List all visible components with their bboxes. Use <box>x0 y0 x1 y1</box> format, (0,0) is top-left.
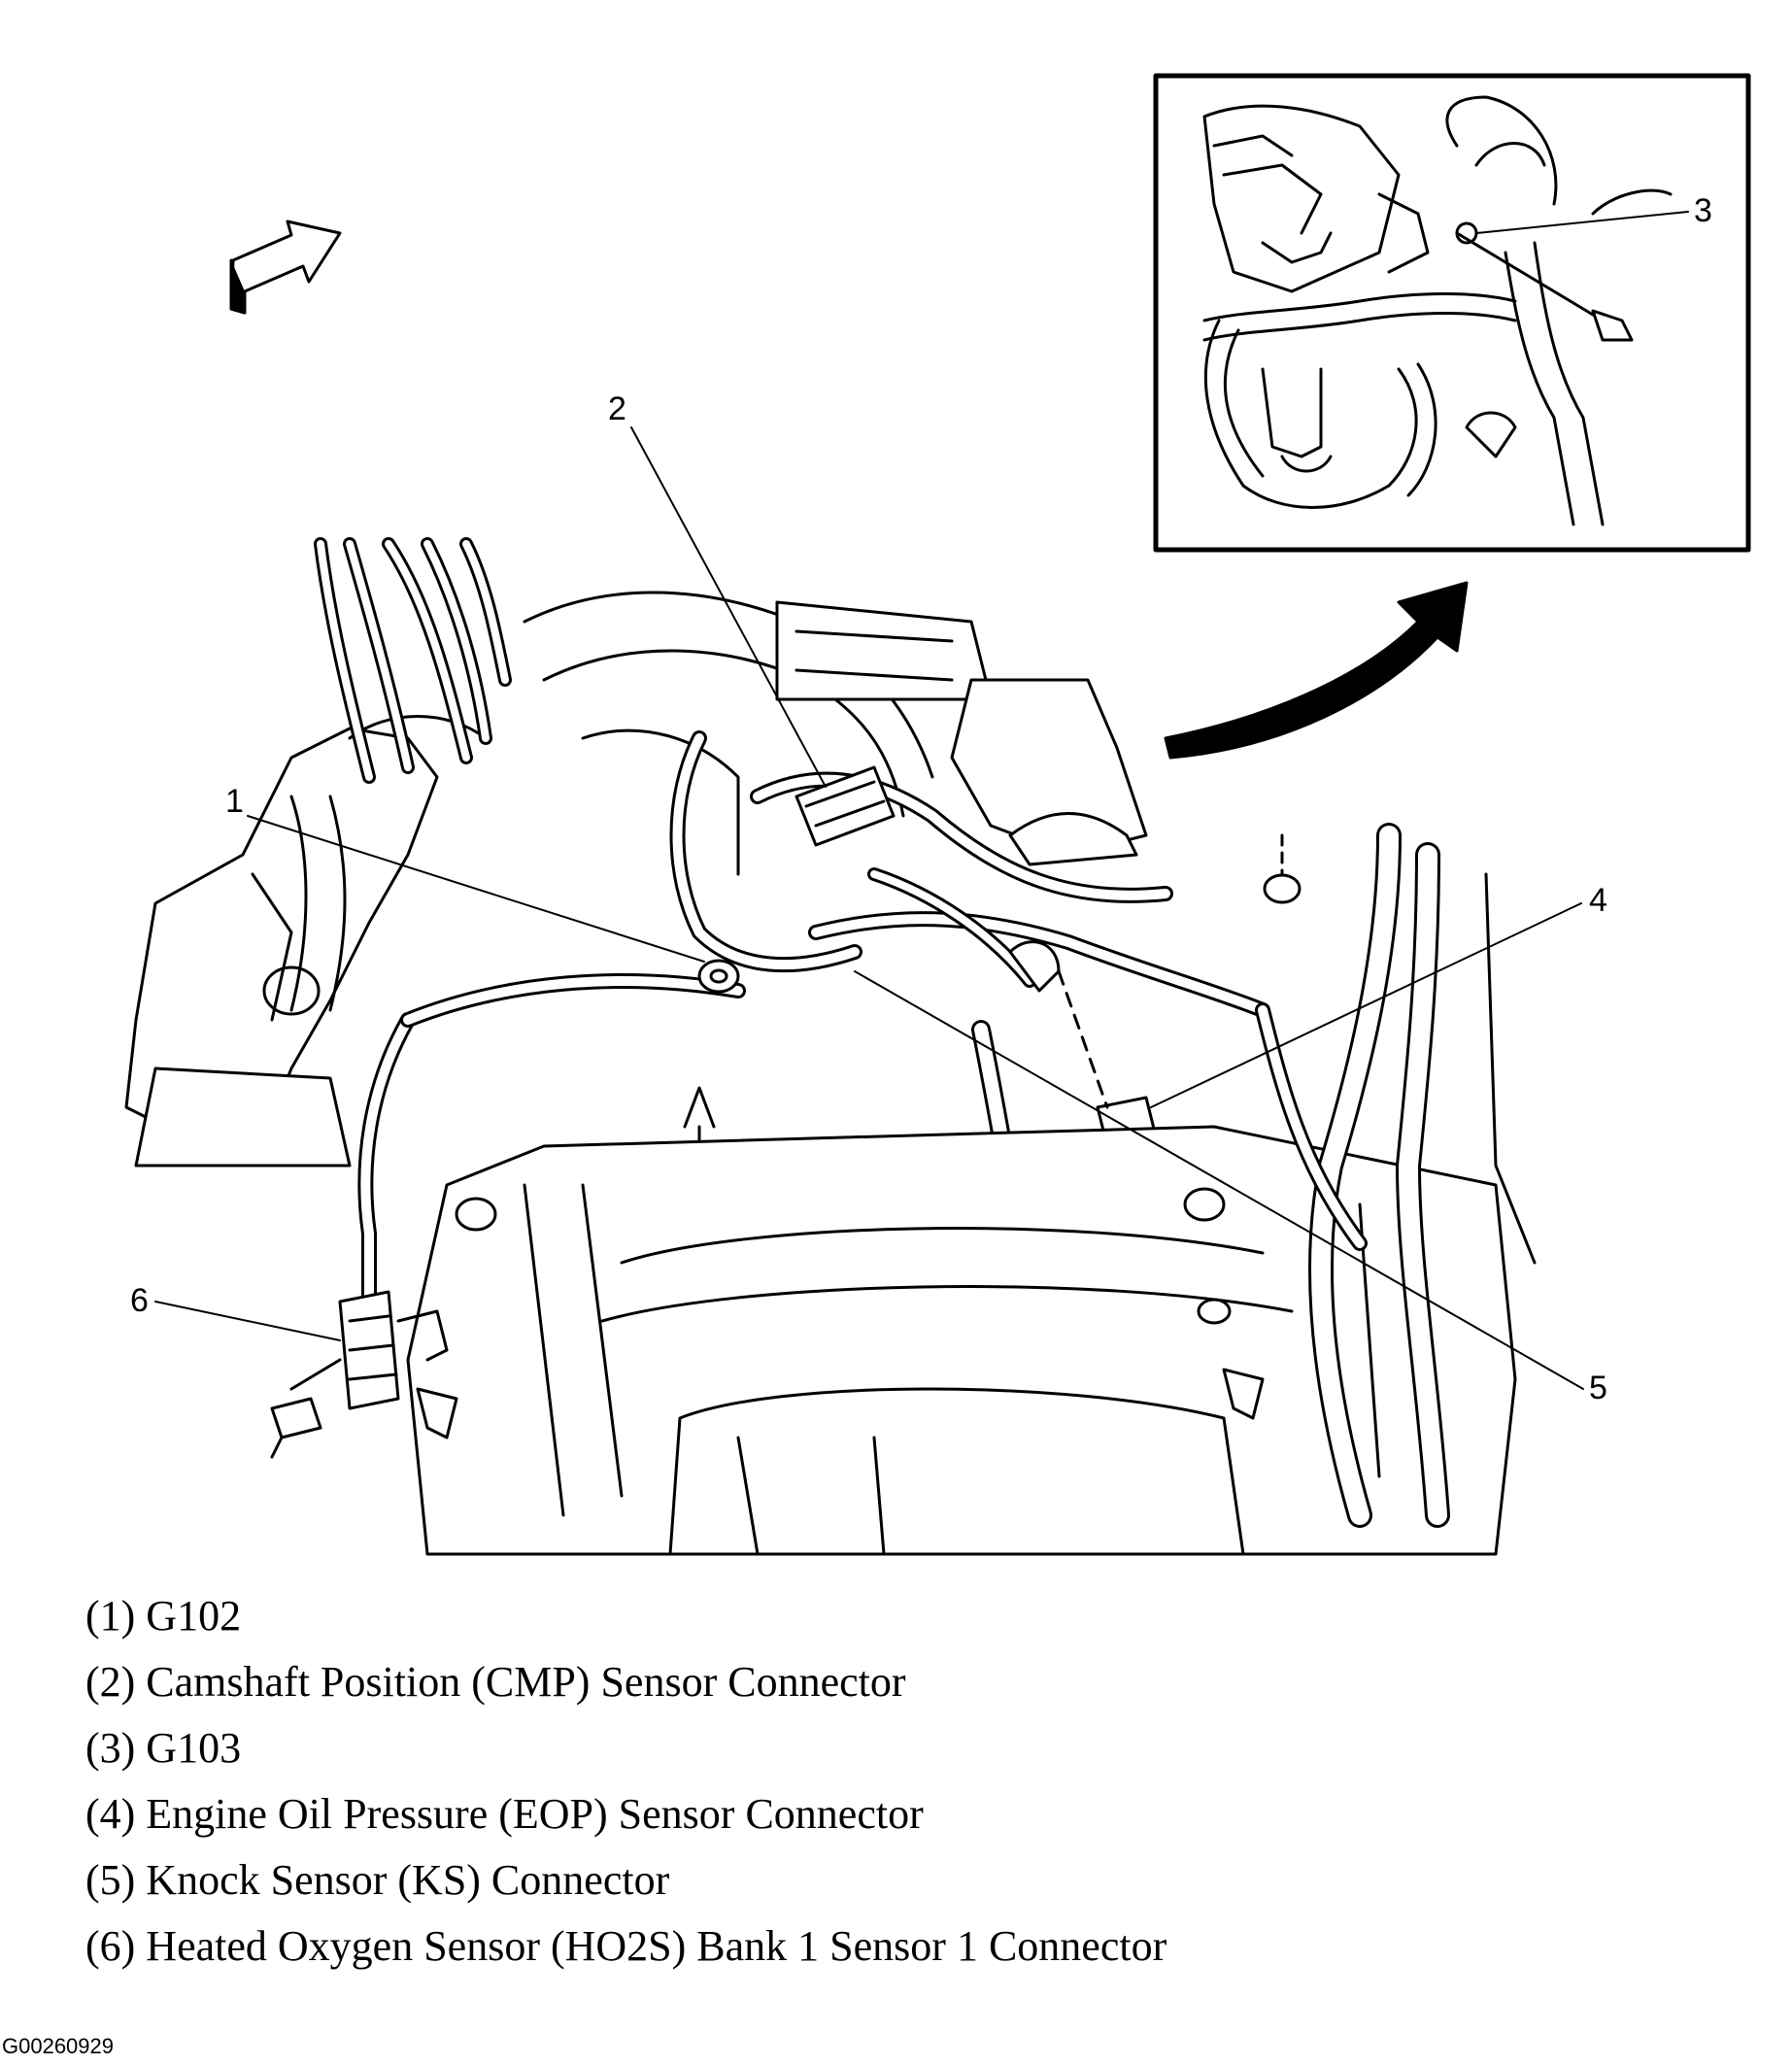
legend-item-4: (4) Engine Oil Pressure (EOP) Sensor Con… <box>85 1790 924 1838</box>
callout-1: 1 <box>225 783 244 820</box>
leader-lines <box>154 211 1689 1390</box>
callout-5: 5 <box>1589 1370 1607 1406</box>
right-side-hoses <box>1255 823 1537 1528</box>
engine-harness-drawing <box>124 73 1751 1556</box>
inset-detail-box <box>1153 73 1751 553</box>
callout-4: 4 <box>1589 882 1607 919</box>
component-legend: (1) G102 (2) Camshaft Position (CMP) Sen… <box>85 1583 1737 1980</box>
ho2s-connector <box>270 1290 449 1459</box>
callout-3: 3 <box>1694 192 1712 229</box>
intake-and-harness <box>314 537 1148 876</box>
legend-item-1: (1) G102 <box>85 1592 242 1640</box>
forward-direction-arrow <box>229 220 342 315</box>
legend-item-3: (3) G103 <box>85 1724 242 1772</box>
exhaust-manifold <box>124 715 488 1168</box>
figure-id: G00260929 <box>2 2034 114 2058</box>
legend-item-6: (6) Heated Oxygen Sensor (HO2S) Bank 1 S… <box>85 1922 1167 1970</box>
legend-item-2: (2) Camshaft Position (CMP) Sensor Conne… <box>85 1658 906 1706</box>
legend-item-5: (5) Knock Sensor (KS) Connector <box>85 1856 670 1904</box>
inset-pointer-arrow <box>1164 581 1469 760</box>
engine-block-lower <box>406 1125 1517 1556</box>
callout-6: 6 <box>130 1282 149 1319</box>
callout-2: 2 <box>608 390 626 427</box>
